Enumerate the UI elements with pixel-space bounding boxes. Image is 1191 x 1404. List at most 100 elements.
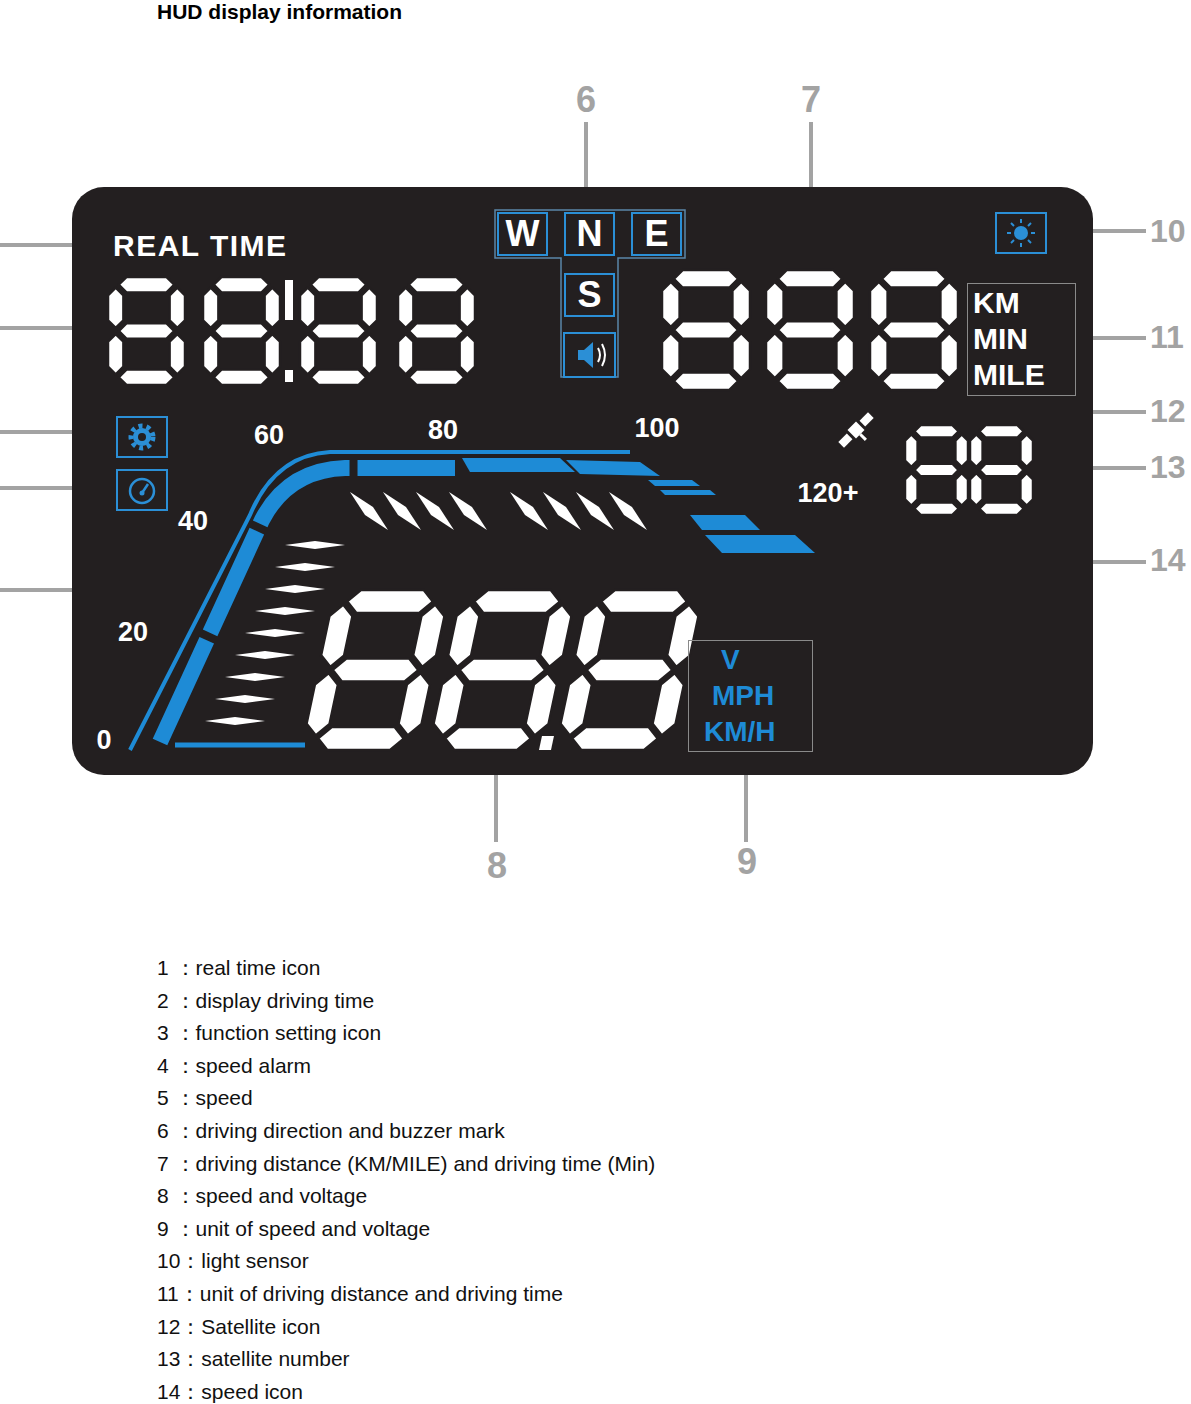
hud-panel: REAL TIME608010040200120+WNESKMMINMILEVM… — [72, 187, 1093, 775]
digit-segment — [766, 282, 784, 327]
speaker-icon — [564, 333, 615, 377]
digit-segment — [584, 659, 675, 682]
digit-segment — [319, 605, 355, 668]
digit-segment — [345, 590, 436, 613]
speed-flash — [510, 492, 548, 530]
digit-segment — [732, 333, 750, 378]
setting-icon — [117, 417, 167, 457]
digit-segment — [778, 270, 842, 288]
legend-item: 1 ：real time icon — [157, 955, 320, 981]
digit-segment — [472, 590, 563, 613]
direction-letter: E — [644, 213, 668, 255]
direction-letter: S — [577, 274, 601, 316]
segment-digits — [108, 270, 1033, 750]
digit-segment — [1020, 434, 1033, 467]
digit-segment — [955, 473, 968, 506]
callout-number: 10 — [1150, 213, 1186, 250]
speed-flash — [285, 541, 345, 549]
digit-segment — [979, 425, 1023, 438]
digit-segment — [870, 282, 888, 327]
direction-box: W — [497, 212, 548, 256]
speed-flash — [576, 492, 614, 530]
digit-segment — [265, 334, 280, 374]
distance-unit-box: KMMINMILE — [967, 283, 1076, 396]
digit-segment — [170, 334, 185, 374]
speed-flash — [383, 492, 421, 530]
digit-segment — [569, 727, 660, 750]
digit-segment — [119, 370, 175, 385]
digit-segment — [409, 370, 465, 385]
digit-segment — [882, 372, 946, 390]
digit-segment — [662, 282, 680, 327]
digit-segment — [214, 323, 270, 338]
digit-segment — [870, 333, 888, 378]
legend-item: 13：satellite number — [157, 1346, 350, 1372]
digit-segment — [311, 323, 367, 338]
digit-segment — [203, 288, 218, 328]
real-time-label: REAL TIME — [113, 231, 288, 261]
speed-gauge — [130, 452, 815, 750]
gauge-number: 0 — [96, 725, 111, 755]
speed-digits — [301, 590, 704, 750]
digit-segment — [108, 334, 123, 374]
speed-flash — [609, 492, 647, 530]
digit-segment — [914, 425, 958, 438]
digit-segment — [979, 502, 1023, 515]
speed-flash — [350, 492, 388, 530]
digit-segment — [778, 321, 842, 339]
satellite-icon — [837, 411, 881, 455]
digit-segment — [970, 473, 983, 506]
speed-flash — [205, 717, 265, 725]
digit-segment — [446, 605, 482, 668]
digit-segment — [979, 464, 1023, 477]
digit-segment — [882, 270, 946, 288]
digit-segment — [836, 333, 854, 378]
digit-segment — [665, 605, 701, 668]
digit-segment — [905, 434, 918, 467]
direction-letter: N — [577, 213, 603, 255]
gauge-number: 20 — [118, 617, 148, 647]
digit-segment — [311, 277, 367, 292]
digit-segment — [411, 605, 447, 668]
callout-number: 13 — [1150, 449, 1186, 486]
clock-dot — [285, 370, 293, 382]
leader-lines — [0, 122, 1146, 842]
legend-item: 7 ：driving distance (KM/MILE) and drivin… — [157, 1151, 655, 1177]
legend-item: 12：Satellite icon — [157, 1314, 320, 1340]
gauge-number: 60 — [254, 420, 284, 450]
digit-segment — [955, 434, 968, 467]
clock-digits — [108, 277, 475, 385]
digit-segment — [108, 288, 123, 328]
digit-segment — [940, 333, 958, 378]
unit-label: V — [694, 642, 807, 678]
compass-frame — [495, 210, 685, 377]
digit-segment — [265, 288, 280, 328]
light-sensor-icon — [996, 213, 1046, 253]
digit-segment — [396, 673, 432, 736]
speed-unit-box: VMPHKM/H — [688, 640, 813, 752]
legend-item: 9 ：unit of speed and voltage — [157, 1216, 430, 1242]
direction-box: S — [564, 273, 615, 317]
page-title: HUD display information — [157, 0, 402, 24]
callout-number: 12 — [1150, 393, 1186, 430]
direction-box: N — [564, 212, 615, 256]
callout-number: 6 — [576, 79, 596, 121]
digit-segment — [940, 282, 958, 327]
digit-segment — [203, 334, 218, 374]
legend-item: 4 ：speed alarm — [157, 1053, 311, 1079]
clock-colon — [285, 280, 293, 320]
digit-segment — [362, 288, 377, 328]
unit-label: MPH — [694, 678, 807, 714]
digit-segment — [431, 673, 467, 736]
gauge-number: 100 — [634, 413, 679, 443]
digit-segment — [882, 321, 946, 339]
digit-segment — [674, 270, 738, 288]
digit-segment — [315, 727, 406, 750]
legend-item: 2 ：display driving time — [157, 988, 374, 1014]
callout-number: 11 — [1150, 319, 1184, 356]
digit-segment — [300, 334, 315, 374]
digit-segment — [398, 334, 413, 374]
direction-letter: W — [506, 213, 540, 255]
digit-segment — [398, 288, 413, 328]
unit-label: MILE — [973, 357, 1070, 393]
